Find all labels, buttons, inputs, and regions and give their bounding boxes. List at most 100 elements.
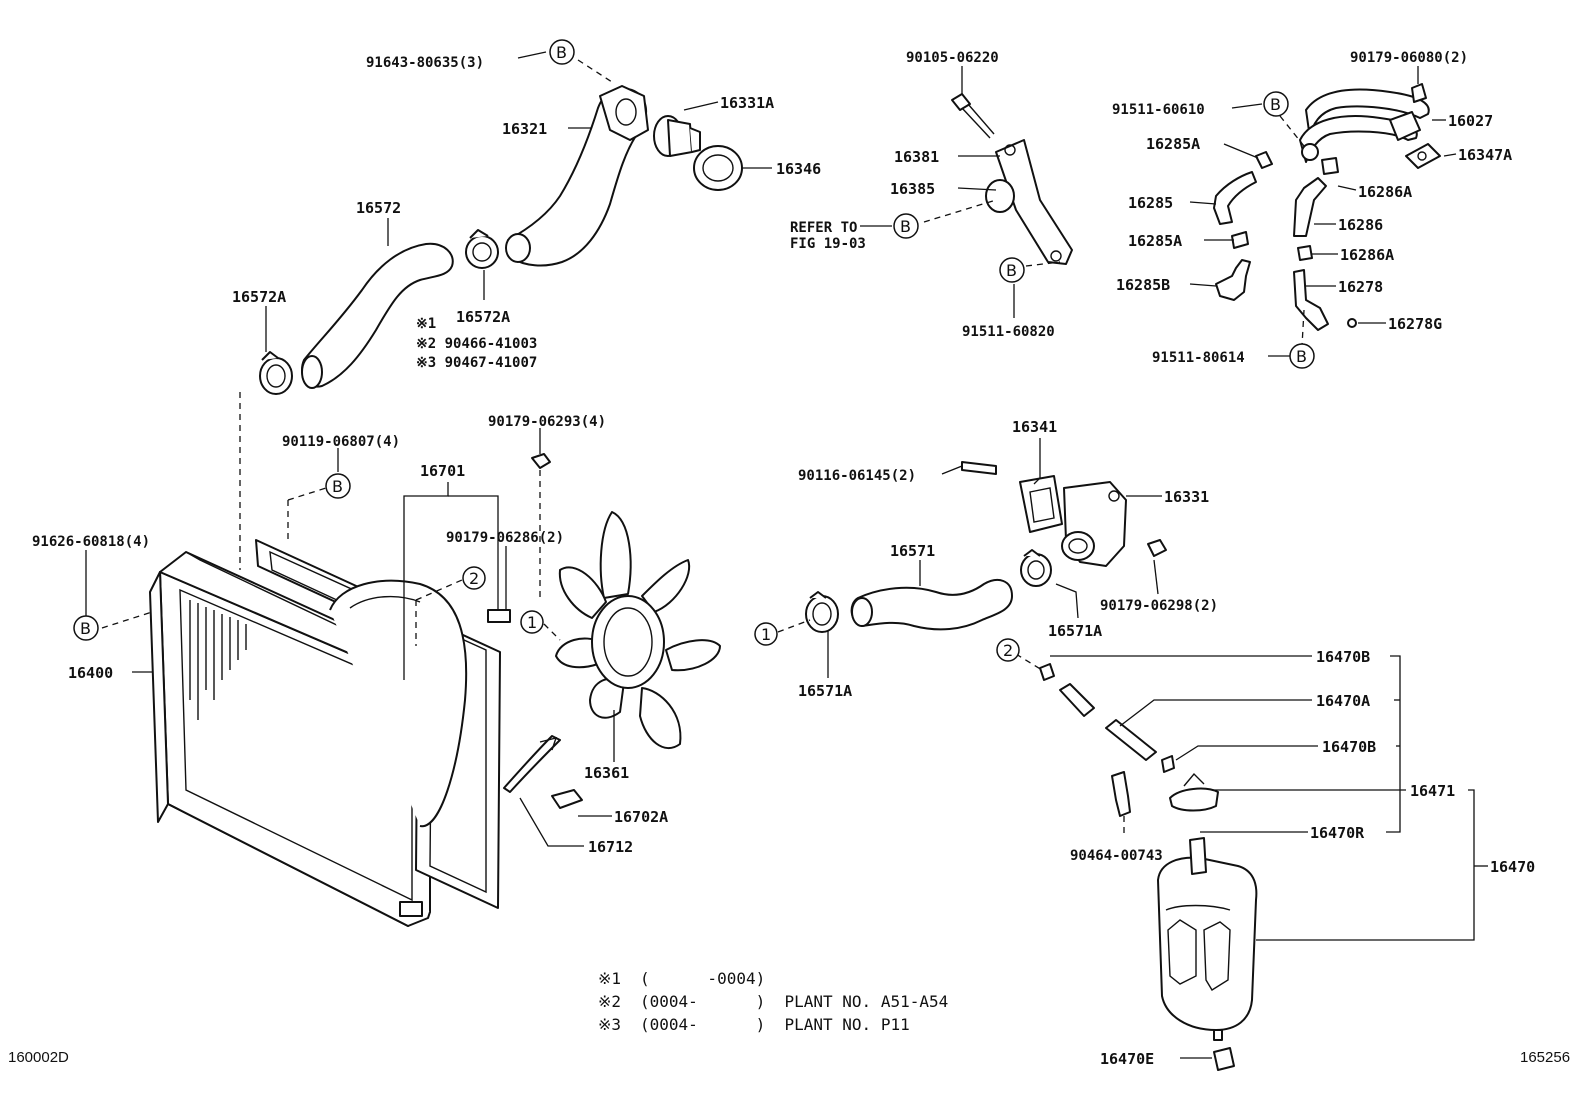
label-90105-06220: 90105-06220 bbox=[906, 50, 999, 66]
label-16027: 16027 bbox=[1448, 112, 1493, 130]
label-16278G: 16278G bbox=[1388, 315, 1442, 333]
label-16286A-mid: 16286A bbox=[1340, 246, 1394, 264]
water-outlet-16321 bbox=[505, 85, 649, 267]
clamp-16571A-left bbox=[805, 591, 839, 633]
callout-b-7: B bbox=[73, 615, 99, 641]
label-16572: 16572 bbox=[356, 199, 401, 217]
label-91626-60818: 91626-60818(4) bbox=[32, 534, 150, 550]
footnote-1-text: ( -0004) bbox=[640, 969, 765, 988]
label-16331A: 16331A bbox=[720, 94, 774, 112]
gasket-16341 bbox=[1019, 475, 1063, 533]
label-16385: 16385 bbox=[890, 180, 935, 198]
hose-16286 bbox=[1293, 177, 1327, 237]
label-refer-to: REFER TO bbox=[790, 220, 857, 236]
cap-16471 bbox=[1169, 787, 1219, 812]
cushion-16385 bbox=[985, 179, 1015, 213]
clamp-16572A-mid bbox=[465, 229, 499, 269]
clamp-16470B-top bbox=[1039, 663, 1055, 681]
hose-16285 bbox=[1213, 171, 1257, 225]
svg-text:B: B bbox=[1270, 95, 1281, 114]
label-16286A-top: 16286A bbox=[1358, 183, 1412, 201]
clamp-16285A-top bbox=[1255, 151, 1273, 169]
label-fig-19-03: FIG 19-03 bbox=[790, 236, 866, 252]
label-90466-41003: ※2 90466-41003 bbox=[416, 336, 537, 352]
label-16471: 16471 bbox=[1410, 782, 1455, 800]
callout-2-shroud: 2 bbox=[462, 566, 486, 590]
label-91643-80635: 91643-80635(3) bbox=[366, 55, 484, 71]
label-16701: 16701 bbox=[420, 462, 465, 480]
label-16470: 16470 bbox=[1490, 858, 1535, 876]
water-inlet-16331 bbox=[1061, 481, 1127, 567]
reservoir-tank-16470 bbox=[1157, 837, 1258, 1041]
label-16571: 16571 bbox=[890, 542, 935, 560]
label-90179-06080: 90179-06080(2) bbox=[1350, 50, 1468, 66]
stud-90116-06145 bbox=[961, 461, 997, 475]
figure-code-right: 165256 bbox=[1520, 1049, 1570, 1066]
callout-b-1: B bbox=[549, 39, 575, 65]
label-16470B-top: 16470B bbox=[1316, 648, 1370, 666]
clip-16702A bbox=[551, 789, 583, 809]
clamp-16470B-mid bbox=[1161, 755, 1175, 773]
footnote-2-text: (0004- ) PLANT NO. A51-A54 bbox=[640, 992, 948, 1011]
callout-b-3: B bbox=[999, 257, 1025, 283]
label-16286: 16286 bbox=[1338, 216, 1383, 234]
pipe-16278 bbox=[1293, 269, 1329, 331]
nut-90179-06080 bbox=[1411, 83, 1427, 103]
label-16361: 16361 bbox=[584, 764, 629, 782]
footnote-3-mark: ※3 bbox=[598, 1015, 621, 1034]
callout-1-shroud: 1 bbox=[520, 610, 544, 634]
label-16346: 16346 bbox=[776, 160, 821, 178]
clamp-90464-00743 bbox=[1111, 771, 1131, 817]
label-16712: 16712 bbox=[588, 838, 633, 856]
hose-16285B bbox=[1215, 259, 1251, 301]
label-16285A-top: 16285A bbox=[1146, 135, 1200, 153]
drain-cock-16470E bbox=[1213, 1047, 1235, 1071]
footnote-1-mark: ※1 bbox=[598, 969, 621, 988]
label-90464-00743: 90464-00743 bbox=[1070, 848, 1163, 864]
hose-16470A bbox=[1105, 719, 1157, 761]
callout-b-6: B bbox=[325, 473, 351, 499]
nut-90179-06293 bbox=[531, 453, 551, 469]
lower-hose-16571 bbox=[850, 579, 1013, 631]
footnote-3-text: (0004- ) PLANT NO. P11 bbox=[640, 1015, 910, 1034]
fan-shroud-16701 bbox=[255, 539, 511, 909]
label-16321: 16321 bbox=[502, 120, 547, 138]
label-16470R: 16470R bbox=[1310, 824, 1365, 842]
svg-text:2: 2 bbox=[469, 569, 479, 588]
fan-guard-16712 bbox=[503, 735, 561, 793]
label-16278: 16278 bbox=[1338, 278, 1383, 296]
label-91511-60820: 91511-60820 bbox=[962, 324, 1055, 340]
fan-16361 bbox=[555, 511, 721, 750]
nut-90179-06298 bbox=[1147, 539, 1167, 557]
label-16572A-left: 16572A bbox=[232, 288, 286, 306]
label-16347A: 16347A bbox=[1458, 146, 1512, 164]
svg-text:B: B bbox=[556, 43, 567, 62]
svg-text:2: 2 bbox=[1003, 641, 1013, 660]
leader-lines bbox=[85, 51, 1488, 1059]
bracket-16381 bbox=[995, 139, 1073, 265]
plug-16278G bbox=[1347, 318, 1357, 328]
callout-b-5: B bbox=[1289, 343, 1315, 369]
label-16470B-mid: 16470B bbox=[1322, 738, 1376, 756]
callout-2-reservoir: 2 bbox=[996, 638, 1020, 662]
footnotes: ※1 ( -0004) ※2 (0004- ) PLANT NO. A51-A5… bbox=[598, 969, 948, 1034]
svg-text:B: B bbox=[1006, 261, 1017, 280]
label-note1-mark: ※1 bbox=[416, 316, 436, 332]
gasket-16346 bbox=[693, 145, 743, 191]
label-16341: 16341 bbox=[1012, 418, 1057, 436]
clamp-16285A-mid bbox=[1231, 231, 1249, 249]
callout-b-2: B bbox=[893, 213, 919, 239]
label-91511-80614: 91511-80614 bbox=[1152, 350, 1245, 366]
footnote-2-mark: ※2 bbox=[598, 992, 621, 1011]
label-90467-41007: ※3 90467-41007 bbox=[416, 355, 537, 371]
label-16470A: 16470A bbox=[1316, 692, 1370, 710]
clamp-16286A-top bbox=[1321, 157, 1339, 175]
thermostat-16331A bbox=[653, 115, 701, 157]
label-16400: 16400 bbox=[68, 664, 113, 682]
svg-text:B: B bbox=[80, 619, 91, 638]
gasket-16347A bbox=[1405, 143, 1441, 169]
label-16381: 16381 bbox=[894, 148, 939, 166]
bypass-pipe-16027 bbox=[1299, 88, 1430, 163]
